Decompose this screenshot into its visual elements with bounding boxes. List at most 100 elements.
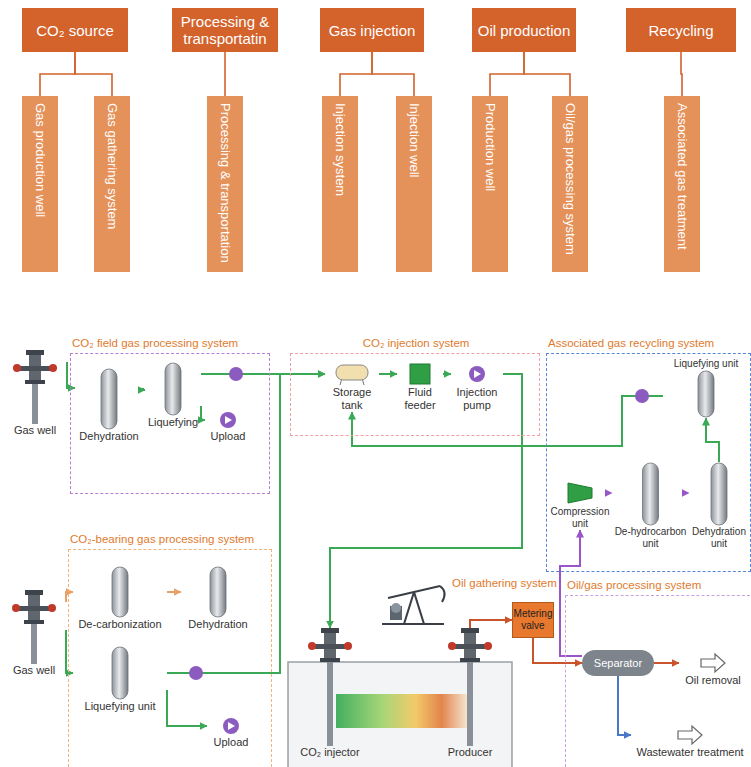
equipment-unit: Storage tank <box>325 362 379 412</box>
stage-item: Gas production well <box>22 96 58 272</box>
well-icon <box>3 350 67 424</box>
stage-item: Processing & transportation <box>207 96 243 272</box>
node-label: Injection pump <box>451 386 503 412</box>
equipment-unit: Dehydration <box>75 368 143 443</box>
equipment-unit: Oil removal <box>679 652 747 687</box>
annotation-label: Oil gathering system <box>452 576 557 590</box>
node-label: Producer <box>433 746 507 759</box>
flow-connector <box>143 388 145 390</box>
node-label: Liquefying unit <box>73 700 167 713</box>
stage-item: Gas gathering system <box>94 96 130 272</box>
node-label: CO₂ source <box>36 22 114 39</box>
flow-connector <box>372 52 414 96</box>
inj-icon <box>433 628 507 746</box>
flow-connector <box>330 374 522 628</box>
equipment-unit: Producer <box>433 628 507 759</box>
node-label: Recycling <box>648 22 713 39</box>
stage-header: Recycling <box>626 8 736 52</box>
flow-connector <box>443 373 451 375</box>
node-label: Processing & transportatin <box>176 13 274 47</box>
pump-icon <box>207 716 255 736</box>
stage-header: Gas injection <box>320 8 424 52</box>
vessel-icon <box>663 370 749 418</box>
equipment-unit: Liquefying unit <box>73 646 167 713</box>
rotated-text-holder: Oil/gas processing system <box>563 103 578 265</box>
flow-connector <box>470 620 512 628</box>
flow-connector <box>67 362 75 388</box>
node-label: CO₂ field gas processing system <box>70 336 270 350</box>
node-label: Injection well <box>407 103 422 265</box>
node-label: Upload <box>205 430 251 443</box>
node-label: Injection system <box>333 103 348 265</box>
equipment-unit: Gas well <box>2 590 66 677</box>
node-label: Wastewater treatment <box>631 746 749 759</box>
flow-connector <box>75 52 112 96</box>
node-label: CO₂ injection system <box>290 336 540 350</box>
node-label: Oil removal <box>679 674 747 687</box>
flow-connector <box>654 662 679 664</box>
node-label: Gas injection <box>329 22 416 39</box>
process-region: Associated gas recycling systemLiquefyin… <box>546 336 751 572</box>
vessel-icon <box>75 368 143 430</box>
node-label: CO₂-bearing gas processing system <box>68 532 272 546</box>
pump-symbol <box>189 367 649 680</box>
equipment-unit: Compression unit <box>548 480 612 530</box>
flow-connector <box>618 676 631 735</box>
separator-vessel: Separator <box>582 650 654 676</box>
vessel-icon <box>689 462 749 526</box>
equipment-unit: Dehydration unit <box>689 462 749 550</box>
flow-connector <box>167 690 207 726</box>
equipment-unit: Fluid feeder <box>397 362 443 412</box>
node-label: Dehydration <box>181 618 255 631</box>
node-label: Production well <box>483 103 498 265</box>
flow-connector <box>524 52 570 96</box>
metering-valve-box: Metering valve <box>512 602 554 638</box>
flow-connector <box>681 52 682 96</box>
stage-item: Oil/gas processing system <box>552 96 588 272</box>
node-label: Separator <box>594 657 642 669</box>
process-region: Oil/gas processing systemSeparatorOil re… <box>565 578 751 767</box>
node-label: Liquefying <box>145 416 201 429</box>
equipment-unit: Injection pump <box>451 362 503 412</box>
vessel-icon <box>73 566 167 618</box>
equipment-unit: Wastewater treatment <box>631 724 749 759</box>
equipment-unit: Liquefying <box>145 362 201 429</box>
node-label: Oil production <box>478 22 571 39</box>
region-outline <box>68 549 272 767</box>
arrow-icon <box>679 652 747 674</box>
stage-item: Associated gas treatment <box>664 96 700 272</box>
rotated-text-holder: Associated gas treatment <box>675 103 690 265</box>
flow-connector <box>533 638 582 663</box>
equipment-unit: Dehydration <box>181 566 255 631</box>
compressor-icon <box>548 480 612 506</box>
stage-header: CO₂ source <box>22 8 128 52</box>
process-region: CO₂-bearing gas processing systemDe-carb… <box>68 532 272 767</box>
stage-item: Injection well <box>396 96 432 272</box>
flow-connector <box>340 52 372 96</box>
vessel-icon <box>145 362 201 416</box>
node-label: Dehydration <box>75 430 143 443</box>
stage-header: Oil production <box>472 8 576 52</box>
equipment-unit: Upload <box>205 410 251 443</box>
equipment-unit: De-hydrocarbon unit <box>612 462 689 550</box>
pump-jack <box>382 586 445 624</box>
node-label: Processing & transportation <box>218 103 233 265</box>
node-label: Dehydration unit <box>689 526 749 550</box>
node-label: Associated gas recycling system <box>546 336 751 350</box>
equipment-unit: CO₂ injector <box>291 628 369 759</box>
process-region: CO₂ injection systemStorage tank Fluid fe… <box>290 336 540 436</box>
stage-item: Injection system <box>322 96 358 272</box>
vessel-icon <box>612 462 689 526</box>
node-label: Gas gathering system <box>105 103 120 265</box>
node-label: Oil/gas processing system <box>565 578 751 592</box>
equipment-unit: Gas well <box>3 350 67 437</box>
vessel-icon <box>181 566 255 618</box>
tank-icon <box>325 362 379 386</box>
node-label: Compression unit <box>548 506 612 530</box>
rotated-text-holder: Gas production well <box>33 103 48 265</box>
flow-connector <box>352 396 663 446</box>
well-icon <box>2 590 66 664</box>
equipment-unit: De-carbonization <box>73 566 167 631</box>
flow-connector <box>167 591 181 593</box>
equipment-unit: Liquefying unit <box>663 358 749 418</box>
